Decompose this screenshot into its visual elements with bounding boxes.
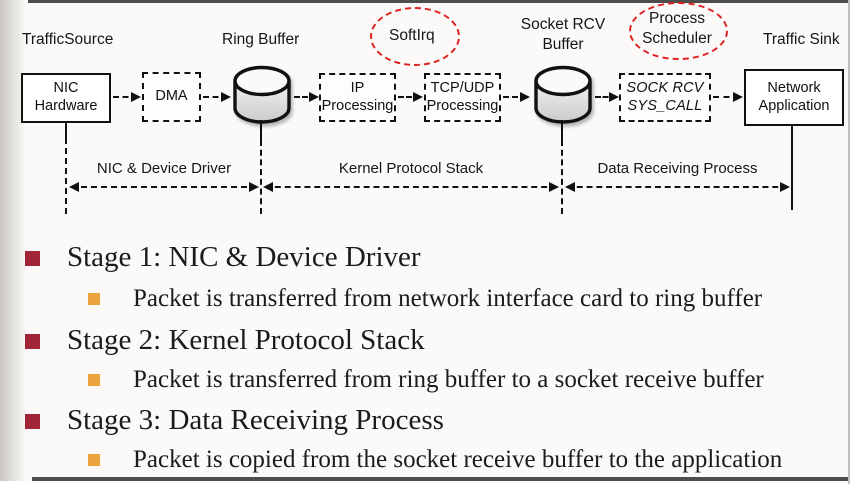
label-process-scheduler-line2: Scheduler <box>642 30 712 47</box>
span-label-kernel-protocol-stack: Kernel Protocol Stack <box>338 160 484 177</box>
label-softirq: SoftIrq <box>389 27 435 44</box>
flow-arrow-dma-to-ringbuffer <box>203 91 231 102</box>
flow-arrow-tcp-to-socketbuffer <box>503 91 530 102</box>
network-application-box: Network Application <box>744 69 844 126</box>
guide-line-nic <box>65 138 67 214</box>
label-socket-rcv-line1: Socket RCV <box>520 16 606 33</box>
guide-line-ringbuffer-stub <box>260 120 262 140</box>
guide-line-nic-stub <box>65 122 67 138</box>
list-item-stage2-sub: Packet is transferred from ring buffer t… <box>0 366 764 395</box>
stage-bullet-icon <box>25 334 40 349</box>
label-process-scheduler-line1: Process <box>649 10 705 27</box>
tcp-udp-line2: Processing <box>426 97 499 114</box>
socket-rcv-buffer-cylinder <box>534 65 592 124</box>
stage2-sub-text: Packet is transferred from ring buffer t… <box>133 366 764 393</box>
flow-arrow-syscall-to-app <box>713 91 743 102</box>
span-label-data-receiving-process: Data Receiving Process <box>597 160 758 177</box>
stage-bullet-icon <box>25 251 40 266</box>
list-item-stage1: Stage 1: NIC & Device Driver <box>0 241 421 274</box>
sock-rcv-line1: SOCK RCV <box>626 79 704 96</box>
list-item-stage2: Stage 2: Kernel Protocol Stack <box>0 324 425 357</box>
span-arrow-nic-device-driver <box>69 182 259 192</box>
flow-arrow-socketbuffer-to-syscall <box>595 91 619 102</box>
softirq-highlight-ellipse <box>370 7 460 66</box>
tcp-udp-processing-box: TCP/UDP Processing <box>424 73 501 122</box>
label-socket-rcv-buffer: Socket RCV Buffer <box>513 15 613 55</box>
stage3-heading: Stage 3: Data Receiving Process <box>67 404 444 436</box>
span-arrow-kernel-protocol-stack <box>263 182 559 192</box>
nic-hardware-line2: Hardware <box>34 98 98 114</box>
stage1-heading: Stage 1: NIC & Device Driver <box>67 241 421 273</box>
flow-arrow-ringbuffer-to-ip <box>294 91 319 102</box>
nic-hardware-box: NIC Hardware <box>21 73 111 123</box>
process-scheduler-highlight-ellipse <box>629 2 728 60</box>
list-item-stage3-sub: Packet is copied from the socket receive… <box>0 446 782 475</box>
sub-bullet-icon <box>88 454 100 466</box>
stage1-sub-text: Packet is transferred from network inter… <box>133 285 763 312</box>
span-arrow-data-receiving-process <box>565 182 790 192</box>
ip-processing-box: IP Processing <box>319 73 396 122</box>
nic-hardware-line1: NIC <box>53 80 79 97</box>
list-item-stage1-sub: Packet is transferred from network inter… <box>0 285 762 314</box>
ring-buffer-cylinder <box>233 65 291 124</box>
network-application-line2: Application <box>758 97 830 114</box>
network-application-line1: Network <box>767 79 821 96</box>
sub-bullet-icon <box>88 293 100 305</box>
label-socket-rcv-line2: Buffer <box>542 36 584 53</box>
sock-rcv-line2: SYS_CALL <box>627 97 703 114</box>
stage3-sub-text: Packet is copied from the socket receive… <box>133 446 783 473</box>
dma-label: DMA <box>155 88 188 105</box>
label-process-scheduler: Process Scheduler <box>627 9 727 49</box>
label-traffic-source: TrafficSource <box>22 31 114 48</box>
slide-right-border <box>848 0 850 484</box>
ip-processing-line1: IP <box>350 79 365 96</box>
guide-line-socketbuffer <box>561 140 563 214</box>
slide-bottom-border <box>32 477 850 481</box>
stage-bullet-icon <box>25 414 40 429</box>
slide-top-border <box>28 0 850 3</box>
tcp-udp-line1: TCP/UDP <box>430 79 495 96</box>
span-label-nic-device-driver: NIC & Device Driver <box>96 160 232 177</box>
slide-bottom-margin <box>0 481 850 484</box>
sock-rcv-syscall-box: SOCK RCV SYS_CALL <box>619 73 711 122</box>
ip-processing-line2: Processing <box>321 97 394 114</box>
sub-bullet-icon <box>88 374 100 386</box>
guide-line-socketbuffer-stub <box>561 120 563 140</box>
flow-arrow-nic-to-dma <box>113 91 141 102</box>
stage2-heading: Stage 2: Kernel Protocol Stack <box>67 324 425 356</box>
list-item-stage3: Stage 3: Data Receiving Process <box>0 404 444 437</box>
label-ring-buffer: Ring Buffer <box>222 31 300 48</box>
guide-line-application <box>791 126 793 210</box>
dma-box: DMA <box>142 72 201 122</box>
flow-arrow-ip-to-tcp <box>398 91 423 102</box>
guide-line-ringbuffer <box>260 140 262 214</box>
label-traffic-sink: Traffic Sink <box>763 31 840 48</box>
